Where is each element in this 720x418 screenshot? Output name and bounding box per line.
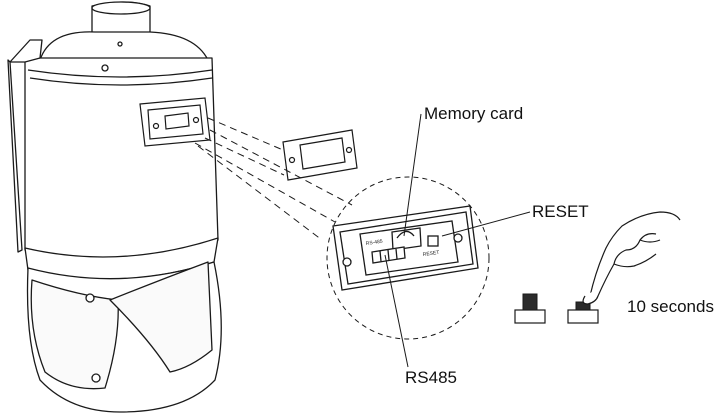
guide-lines (194, 117, 353, 241)
finger-icon (582, 211, 681, 305)
camera-body (7, 1, 222, 413)
board-rs485-mark: RS-485 (365, 239, 383, 247)
camera-port-panel (139, 97, 211, 147)
cover-plate (282, 129, 358, 181)
reset-button-before (514, 293, 546, 324)
memory-card-label: Memory card (424, 104, 524, 123)
leader-lines (384, 113, 531, 368)
hold-time-label: 10 seconds (627, 297, 714, 316)
rs485-label: RS485 (405, 368, 457, 387)
zoomed-port-panel (332, 205, 479, 291)
reset-button-pressed (567, 301, 599, 324)
magnifier-circle (326, 176, 490, 340)
board-reset-mark: RESET (422, 250, 439, 258)
reset-label: RESET (532, 202, 589, 221)
